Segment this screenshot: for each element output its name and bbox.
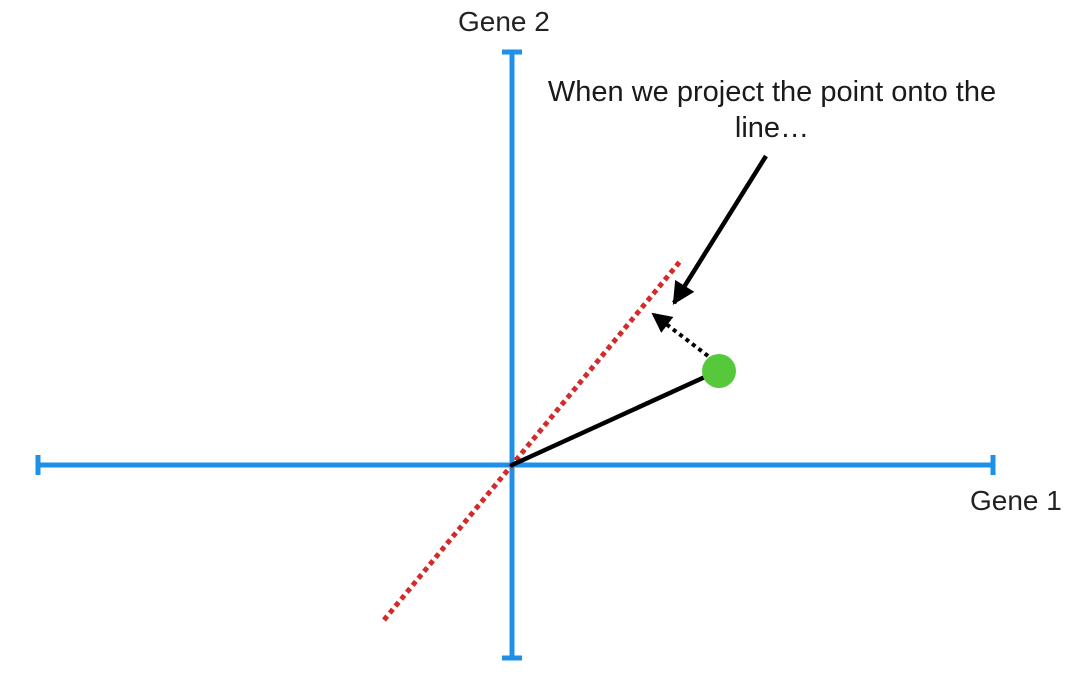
projection-arrow (651, 312, 710, 358)
data-point (702, 354, 736, 388)
annotation-arrow (672, 154, 768, 305)
y-axis (502, 49, 522, 661)
point-vector (509, 368, 721, 468)
annotation-text: When we project the point onto the line… (547, 76, 997, 145)
x-axis-label: Gene 1 (970, 485, 1062, 516)
y-axis-label: Gene 2 (458, 6, 550, 37)
projection-line (382, 257, 684, 622)
